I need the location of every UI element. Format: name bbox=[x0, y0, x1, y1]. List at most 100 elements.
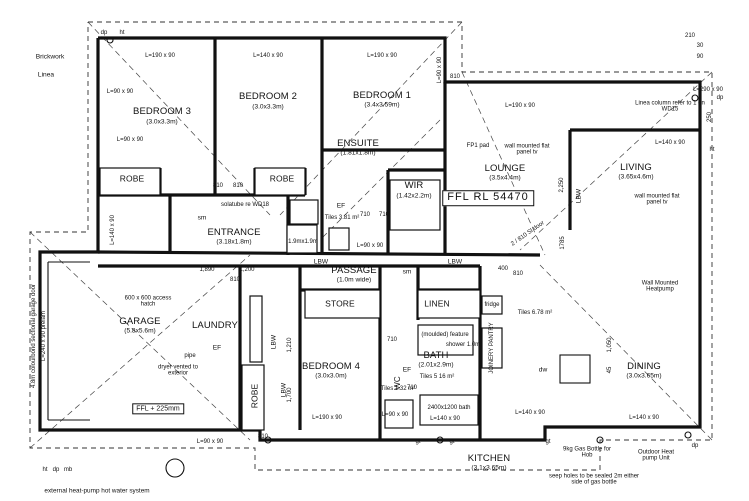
note-hot-water: external heat-pump hot water system bbox=[44, 487, 150, 495]
pipe-note: pipe bbox=[184, 352, 196, 359]
note-gas: 9kg Gas Bottle for Hob bbox=[562, 446, 612, 459]
note-tiles-wc: Tiles 1.32 m² bbox=[380, 385, 416, 392]
dim-30: 30 bbox=[696, 42, 704, 49]
robe-b3: ROBE bbox=[119, 173, 145, 184]
dim-l90-entry: L=90 x 90 bbox=[356, 242, 384, 249]
robe-b4: ROBE bbox=[249, 383, 260, 409]
dining-name: DINING bbox=[627, 361, 661, 373]
dim-250: 250 bbox=[706, 111, 713, 123]
ffl-garage: FFL + 225mm bbox=[132, 403, 184, 415]
note-tiles-ensuite: Tiles 3.81 m² bbox=[324, 214, 360, 221]
dim-l190-lounge: L=190 x 90 bbox=[505, 102, 535, 109]
dim-810-c: 810 bbox=[449, 73, 461, 80]
dim-l140-dining: L=140 x 90 bbox=[629, 414, 659, 421]
dim-l140-living: L=140 x 90 bbox=[655, 139, 685, 146]
dim-810-a: 810 bbox=[212, 182, 224, 189]
dim-2250: 2,250 bbox=[558, 177, 565, 193]
ef-ensuite: EF bbox=[336, 202, 346, 210]
note-solatube: solatube re WD18 bbox=[220, 201, 270, 208]
dim-1210: 1,210 bbox=[286, 337, 293, 353]
dim-1050: 1,050 bbox=[606, 337, 613, 353]
garage-size: (5.8x5.6m) bbox=[124, 327, 156, 335]
dim-710-a: 710 bbox=[359, 211, 371, 218]
note-tiles-kitchen: Tiles 6.78 m² bbox=[517, 309, 553, 316]
dim-l140-entry: L=140 x 90 bbox=[109, 215, 116, 245]
note-shower: 1.9mx1.9m bbox=[288, 238, 318, 245]
dim-810-b: 810 bbox=[232, 182, 244, 189]
lounge-name: LOUNGE bbox=[484, 163, 526, 175]
label-ht-top: ht bbox=[119, 29, 125, 36]
note-dryer: dryer vented to exterior bbox=[157, 364, 199, 377]
moulded-feature: (moulded) feature bbox=[421, 331, 469, 338]
dim-810-d: 810 bbox=[229, 276, 241, 283]
wir-name: WIR bbox=[404, 180, 424, 192]
lbw-passage: LBW bbox=[313, 258, 329, 266]
bath-name: BATH bbox=[423, 350, 449, 362]
note-garage-door: 4.8m colourbond sectional garage door bbox=[30, 283, 37, 389]
label-ht-bottom: ht bbox=[42, 466, 48, 473]
dim-1890: 1,890 bbox=[199, 266, 215, 273]
fridge: fridge bbox=[484, 301, 500, 308]
kitchen-name: KITCHEN bbox=[467, 453, 511, 465]
bedroom2-name: BEDROOM 2 bbox=[239, 91, 297, 103]
passage-name: PASSAGE bbox=[331, 265, 377, 277]
dim-l90-b3a: L=90 x 90 bbox=[106, 88, 134, 95]
note-outdoor-hp: Outdoor Heat pump Unit bbox=[637, 449, 675, 462]
dim-90: 90 bbox=[696, 53, 704, 60]
roof-hip-lines bbox=[29, 21, 713, 449]
label-gt-3: gt bbox=[545, 438, 551, 445]
note-heatpump: Wall Mounted Heatpump bbox=[641, 280, 679, 293]
dim-l90-garage: L=90 x 90 bbox=[196, 438, 224, 445]
bedroom1-size: (3.4x3.59m) bbox=[364, 101, 400, 109]
note-shower-bath: shower 1.0m bbox=[445, 341, 481, 348]
entrance-name: ENTRANCE bbox=[207, 227, 261, 239]
dim-710-d: 710 bbox=[378, 211, 390, 218]
label-dp-top: dp bbox=[100, 29, 108, 36]
dim-710-b: 710 bbox=[386, 336, 398, 343]
living-name: LIVING bbox=[620, 162, 652, 174]
lbw-passage2: LBW bbox=[447, 258, 463, 266]
label-dp-right: dp bbox=[716, 94, 724, 101]
store: STORE bbox=[325, 298, 355, 309]
label-dp-bottom: dp bbox=[52, 466, 60, 473]
dining-size: (3.0x3.65m) bbox=[626, 372, 662, 380]
dim-l190-b4: L=190 x 90 bbox=[312, 414, 342, 421]
label-mb-bottom: mb bbox=[63, 466, 73, 473]
fixture-outlines bbox=[47, 36, 699, 478]
living-size: (3.65x4.6m) bbox=[618, 173, 654, 181]
joinery-pantry: JOINERY PANTRY bbox=[488, 322, 495, 374]
dim-l190-b3: L=190 x 90 bbox=[145, 52, 175, 59]
garage-name: GARAGE bbox=[119, 316, 161, 328]
bath-size: (2.01x2.9m) bbox=[418, 361, 454, 369]
dim-l140-b2: L=140 x 90 bbox=[253, 52, 283, 59]
dim-l190-b1: L=190 x 90 bbox=[367, 52, 397, 59]
dim-l90-wc: L=90 x 90 bbox=[381, 411, 409, 418]
dim-l140-bath: L=140 x 90 bbox=[430, 415, 460, 422]
note-brickwork: Brickwork bbox=[35, 53, 65, 61]
dim-l290: L=290 x 90 bbox=[693, 86, 723, 93]
ef-laundry: EF bbox=[212, 344, 222, 352]
dishwasher: dw bbox=[538, 366, 548, 374]
dim-l90-b3b: L=90 x 90 bbox=[116, 136, 144, 143]
dim-1785: 1785 bbox=[559, 236, 566, 250]
laundry-name: LAUNDRY bbox=[192, 320, 238, 332]
note-linea: Linea bbox=[37, 71, 55, 79]
label-gt-1: gt bbox=[415, 438, 421, 445]
robe-b2: ROBE bbox=[269, 173, 295, 184]
note-fp1: FP1 pad bbox=[466, 142, 490, 149]
dim-l140-kitchen: L=140 x 90 bbox=[515, 409, 545, 416]
dim-1200: 1,200 bbox=[239, 266, 255, 273]
smoke-detector-2: sm bbox=[402, 268, 412, 276]
note-tv-lounge: wall mounted flat panel tv bbox=[504, 143, 550, 156]
bedroom1-name: BEDROOM 1 bbox=[353, 90, 411, 102]
ensuite-size: (1.81x1.8m) bbox=[340, 149, 376, 157]
note-seal: seep holes to be sealed 2m either side o… bbox=[548, 473, 640, 486]
note-linea-column: Linea column refer to 1 on WD15 bbox=[635, 100, 705, 113]
dim-210: 210 bbox=[684, 32, 696, 39]
linen: LINEN bbox=[424, 298, 450, 309]
label-gt-2: gt bbox=[449, 438, 455, 445]
ef-bath: EF bbox=[402, 366, 412, 374]
kitchen-size: (3.1x3.65m) bbox=[471, 464, 507, 472]
label-dp-br: dp bbox=[691, 442, 699, 449]
